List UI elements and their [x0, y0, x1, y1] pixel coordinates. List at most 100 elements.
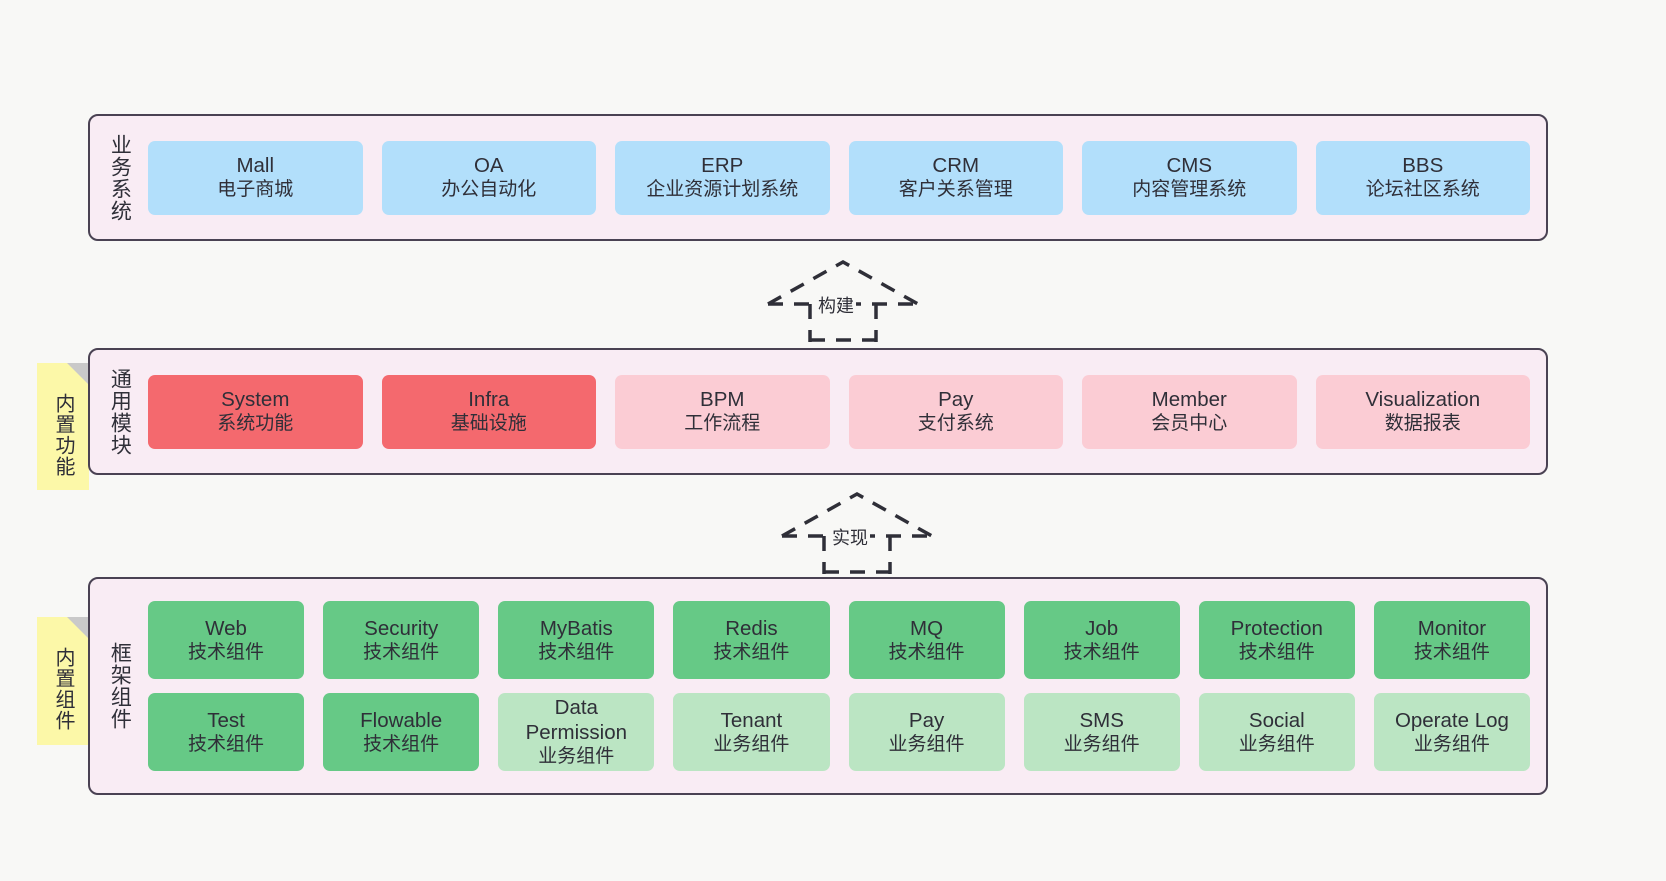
node-title: Monitor: [1417, 616, 1487, 640]
node-title: Infra: [468, 388, 510, 412]
layer-title-business-systems: 业务系统: [108, 133, 132, 222]
node-title: SMS: [1079, 708, 1124, 732]
node-crm[interactable]: CRM 客户关系管理: [848, 140, 1063, 215]
node-title: Pay: [938, 388, 974, 412]
node-pay-component[interactable]: Pay 业务组件: [848, 693, 1005, 771]
node-operate-log[interactable]: Operate Log 业务组件: [1373, 693, 1530, 771]
node-oa[interactable]: OA 办公自动化: [381, 140, 596, 215]
node-subtitle: 电子商城: [217, 179, 294, 201]
node-job[interactable]: Job 技术组件: [1023, 601, 1180, 679]
node-system[interactable]: System 系统功能: [148, 374, 363, 449]
node-title: Mall: [236, 154, 275, 178]
node-title: CMS: [1166, 154, 1213, 178]
layer-row: Test 技术组件 Flowable 技术组件 Data Permission …: [148, 693, 1530, 771]
node-data-permission[interactable]: Data Permission 业务组件: [498, 693, 655, 771]
node-social[interactable]: Social 业务组件: [1198, 693, 1355, 771]
node-infra[interactable]: Infra 基础设施: [381, 374, 596, 449]
node-title: MyBatis: [539, 616, 613, 640]
layer-title-common-modules: 通用模块: [108, 367, 132, 456]
note-label: 内置组件: [52, 647, 74, 731]
node-bbs[interactable]: BBS 论坛社区系统: [1315, 140, 1530, 215]
layer-title-framework-components: 框架组件: [108, 642, 132, 730]
node-subtitle: 客户关系管理: [898, 179, 1013, 201]
node-subtitle: 技术组件: [188, 733, 265, 755]
node-title: ERP: [701, 154, 744, 178]
generalization-arrow-icon: [781, 491, 933, 574]
node-title: Test: [207, 708, 245, 732]
layer-business-systems: 业务系统 Mall 电子商城 OA 办公自动化 ERP 企业资源计划系统 CRM…: [88, 114, 1548, 241]
node-security[interactable]: Security 技术组件: [323, 601, 480, 679]
layer-row: System 系统功能 Infra 基础设施 BPM 工作流程 Pay 支付系统…: [148, 374, 1530, 449]
node-title: Job: [1085, 616, 1119, 640]
node-title: Data Permission: [525, 696, 627, 745]
node-title: Protection: [1230, 616, 1323, 640]
node-erp[interactable]: ERP 企业资源计划系统: [615, 140, 830, 215]
node-subtitle: 数据报表: [1384, 413, 1461, 435]
node-subtitle: 会员中心: [1151, 413, 1228, 435]
layer-body-common-modules: System 系统功能 Infra 基础设施 BPM 工作流程 Pay 支付系统…: [142, 350, 1546, 473]
node-redis[interactable]: Redis 技术组件: [673, 601, 830, 679]
node-cms[interactable]: CMS 内容管理系统: [1082, 140, 1297, 215]
connector-label-implement: 实现: [830, 524, 870, 550]
node-pay[interactable]: Pay 支付系统: [848, 374, 1063, 449]
layer-row: Mall 电子商城 OA 办公自动化 ERP 企业资源计划系统 CRM 客户关系…: [148, 140, 1530, 215]
node-subtitle: 论坛社区系统: [1365, 179, 1480, 201]
node-title: Security: [364, 616, 439, 640]
node-title: BPM: [700, 388, 745, 412]
node-member[interactable]: Member 会员中心: [1082, 374, 1297, 449]
layer-row: Web 技术组件 Security 技术组件 MyBatis 技术组件 Redi…: [148, 601, 1530, 679]
node-title: System: [221, 388, 290, 412]
node-title: Redis: [725, 616, 778, 640]
node-title: Pay: [908, 708, 945, 732]
node-subtitle: 技术组件: [188, 641, 265, 663]
note-builtin-components: 内置组件: [37, 617, 89, 745]
layer-body-framework-components: Web 技术组件 Security 技术组件 MyBatis 技术组件 Redi…: [142, 579, 1546, 793]
note-builtin-functions: 内置功能: [37, 363, 89, 490]
node-subtitle: 技术组件: [1238, 641, 1315, 663]
layer-common-modules: 通用模块 System 系统功能 Infra 基础设施 BPM 工作流程 Pay…: [88, 348, 1548, 475]
node-visualization[interactable]: Visualization 数据报表: [1315, 374, 1530, 449]
node-protection[interactable]: Protection 技术组件: [1198, 601, 1355, 679]
node-subtitle: 业务组件: [713, 733, 790, 755]
node-title: Social: [1248, 708, 1305, 732]
node-sms[interactable]: SMS 业务组件: [1023, 693, 1180, 771]
node-title: Visualization: [1365, 388, 1481, 412]
node-web[interactable]: Web 技术组件: [148, 601, 305, 679]
node-subtitle: 技术组件: [538, 641, 615, 663]
note-label: 内置功能: [52, 392, 74, 477]
node-test[interactable]: Test 技术组件: [148, 693, 305, 771]
node-subtitle: 内容管理系统: [1132, 179, 1247, 201]
node-subtitle: 业务组件: [888, 733, 965, 755]
node-subtitle: 办公自动化: [441, 179, 537, 201]
connector-implement: 实现: [772, 490, 942, 574]
node-subtitle: 工作流程: [684, 413, 761, 435]
node-mq[interactable]: MQ 技术组件: [848, 601, 1005, 679]
node-subtitle: 系统功能: [217, 413, 294, 435]
node-subtitle: 业务组件: [538, 746, 615, 768]
node-subtitle: 业务组件: [1063, 733, 1140, 755]
node-subtitle: 基础设施: [450, 413, 527, 435]
layer-framework-components: 框架组件 Web 技术组件 Security 技术组件 MyBatis 技术组件…: [88, 577, 1548, 795]
node-mybatis[interactable]: MyBatis 技术组件: [498, 601, 655, 679]
node-bpm[interactable]: BPM 工作流程: [615, 374, 830, 449]
node-title: Flowable: [360, 708, 443, 732]
node-mall[interactable]: Mall 电子商城: [148, 140, 363, 215]
node-subtitle: 支付系统: [917, 413, 994, 435]
node-subtitle: 企业资源计划系统: [646, 179, 799, 201]
node-title: OA: [473, 154, 504, 178]
node-subtitle: 技术组件: [363, 641, 440, 663]
node-subtitle: 业务组件: [1238, 733, 1315, 755]
node-subtitle: 技术组件: [888, 641, 965, 663]
node-tenant[interactable]: Tenant 业务组件: [673, 693, 830, 771]
node-subtitle: 技术组件: [1063, 641, 1140, 663]
generalization-arrow-icon: [767, 259, 919, 342]
node-title: Member: [1151, 388, 1227, 412]
node-subtitle: 技术组件: [1413, 641, 1490, 663]
node-title: BBS: [1402, 154, 1444, 178]
node-flowable[interactable]: Flowable 技术组件: [323, 693, 480, 771]
node-monitor[interactable]: Monitor 技术组件: [1373, 601, 1530, 679]
node-subtitle: 技术组件: [363, 733, 440, 755]
node-title: MQ: [910, 616, 944, 640]
node-title: Web: [205, 616, 247, 640]
